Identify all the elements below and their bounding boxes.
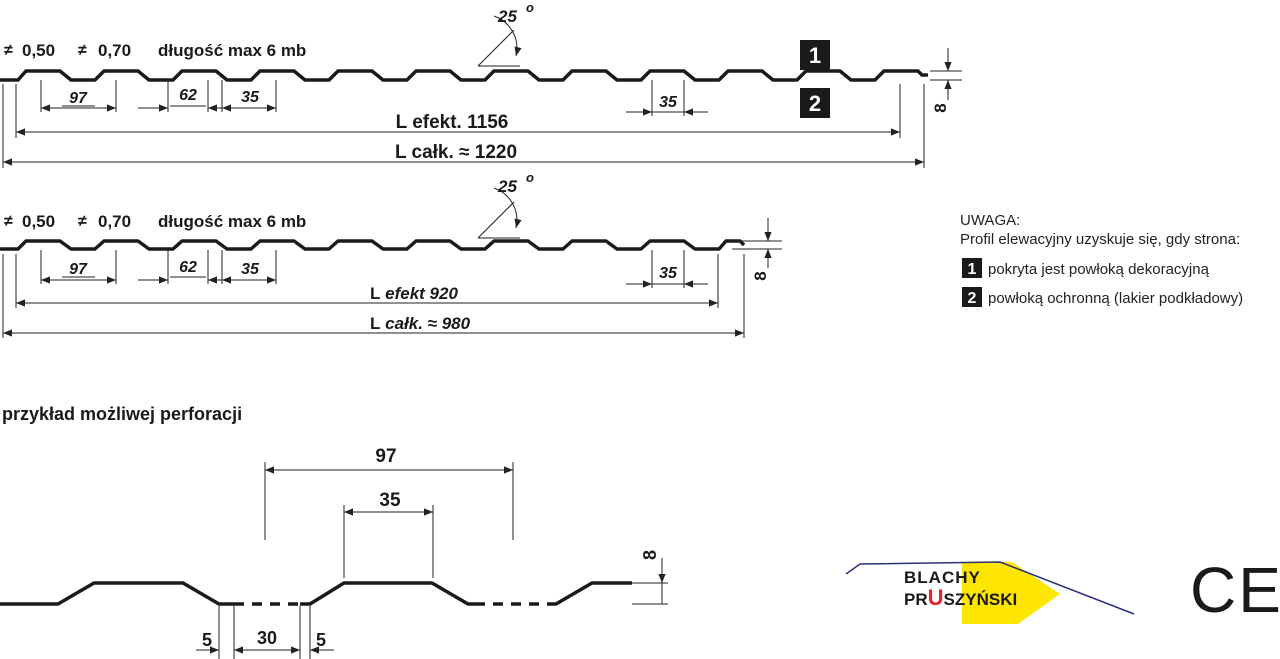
ce-mark: CE: [1190, 554, 1280, 626]
not-equal-icon: ≠: [4, 213, 13, 230]
note-badge-2: [962, 287, 982, 307]
profile-2-length-note: długość max 6 mb: [158, 212, 306, 231]
perforation-profile-left: [0, 581, 234, 606]
profile-2-height: 8: [751, 271, 770, 280]
angle-arc: [493, 15, 522, 57]
profile-2-line: [0, 239, 746, 251]
profile-2-dim-pitch: 97: [69, 261, 88, 278]
side-2-label: 2: [809, 91, 821, 116]
perforation-group: przykład możliwej perforacji 97 35 8 5 3…: [0, 404, 668, 659]
note-line: Profil elewacyjny uzyskuje się, gdy stro…: [960, 231, 1240, 248]
profile-2-angle: 25: [497, 177, 517, 196]
note-item-1-num: 1: [968, 261, 977, 278]
profile-2-thickness-a: 0,50: [22, 212, 55, 231]
logo-roof-line: [845, 561, 1135, 615]
note-item-2-num: 2: [968, 290, 977, 307]
note-item-1-text: pokryta jest powłoką dekoracyjną: [988, 261, 1210, 278]
perforation-dim-edge-right: 5: [316, 630, 326, 650]
profile-1-thickness-a: 0,50: [22, 41, 55, 60]
perforation-profile-right: [548, 581, 632, 606]
note-badge-1: [962, 258, 982, 278]
profile-2-group: ≠ 0,50 ≠ 0,70 długość max 6 mb 25 o 97 6…: [0, 170, 782, 338]
profile-1-dim-bottom: 62: [179, 87, 197, 104]
not-equal-icon: ≠: [78, 213, 87, 230]
profile-1-length-note: długość max 6 mb: [158, 41, 306, 60]
profile-2-dim-bottom: 62: [179, 259, 197, 276]
perforation-dim-pitch: 97: [375, 446, 396, 467]
note-item-2-text: powłoką ochronną (lakier podkładowy): [988, 290, 1243, 307]
logo-line-1: BLACHY: [904, 568, 981, 587]
profile-1-angle: 25: [497, 7, 517, 26]
logo-line-2: PRUSZYŃSKI: [904, 585, 1017, 610]
side-1-label: 1: [809, 43, 821, 68]
profile-1-height: 8: [931, 103, 950, 112]
perforation-dim-top: 35: [379, 490, 401, 511]
profile-1-thickness-b: 0,70: [98, 41, 131, 60]
profile-1-dim-pitch: 97: [69, 90, 88, 107]
angle-arc: [493, 187, 522, 229]
side-2-badge: [800, 88, 830, 118]
profile-2-thickness-b: 0,70: [98, 212, 131, 231]
not-equal-icon: ≠: [78, 42, 87, 59]
side-1-badge: [800, 40, 830, 70]
profile-1-dim-top-right: 35: [659, 94, 678, 111]
perforation-dim-height: 8: [640, 550, 660, 560]
profile-2-total-length: L całk. ≈ 980: [370, 314, 471, 333]
note-group: UWAGA: Profil elewacyjny uzyskuje się, g…: [960, 212, 1243, 307]
profile-1-effective-length: L efekt. 1156: [396, 112, 509, 133]
degree-icon: o: [526, 0, 534, 15]
perforation-dim-edge-left: 5: [202, 630, 212, 650]
not-equal-icon: ≠: [4, 42, 13, 59]
profile-1-group: ≠ 0,50 ≠ 0,70 długość max 6 mb 25 o 1 2 …: [0, 0, 962, 168]
angle-line: [477, 29, 515, 67]
perforation-profile-middle: [300, 581, 475, 606]
profile-1-total-length: L całk. ≈ 1220: [395, 142, 517, 163]
logo-yellow-shape: [962, 562, 1060, 624]
perforation-title: przykład możliwej perforacji: [2, 404, 242, 424]
degree-icon: o: [526, 170, 534, 185]
profile-2-effective-length: L efekt 920: [370, 284, 458, 303]
profile-1-line: [0, 69, 928, 82]
note-title: UWAGA:: [960, 212, 1020, 229]
perforation-dim-hole: 30: [257, 628, 277, 648]
angle-line: [477, 201, 515, 239]
profile-1-dim-top: 35: [241, 89, 260, 106]
company-logo: BLACHY PRUSZYŃSKI: [845, 561, 1135, 624]
profile-2-dim-top-right: 35: [659, 265, 678, 282]
profile-2-dim-top: 35: [241, 261, 260, 278]
